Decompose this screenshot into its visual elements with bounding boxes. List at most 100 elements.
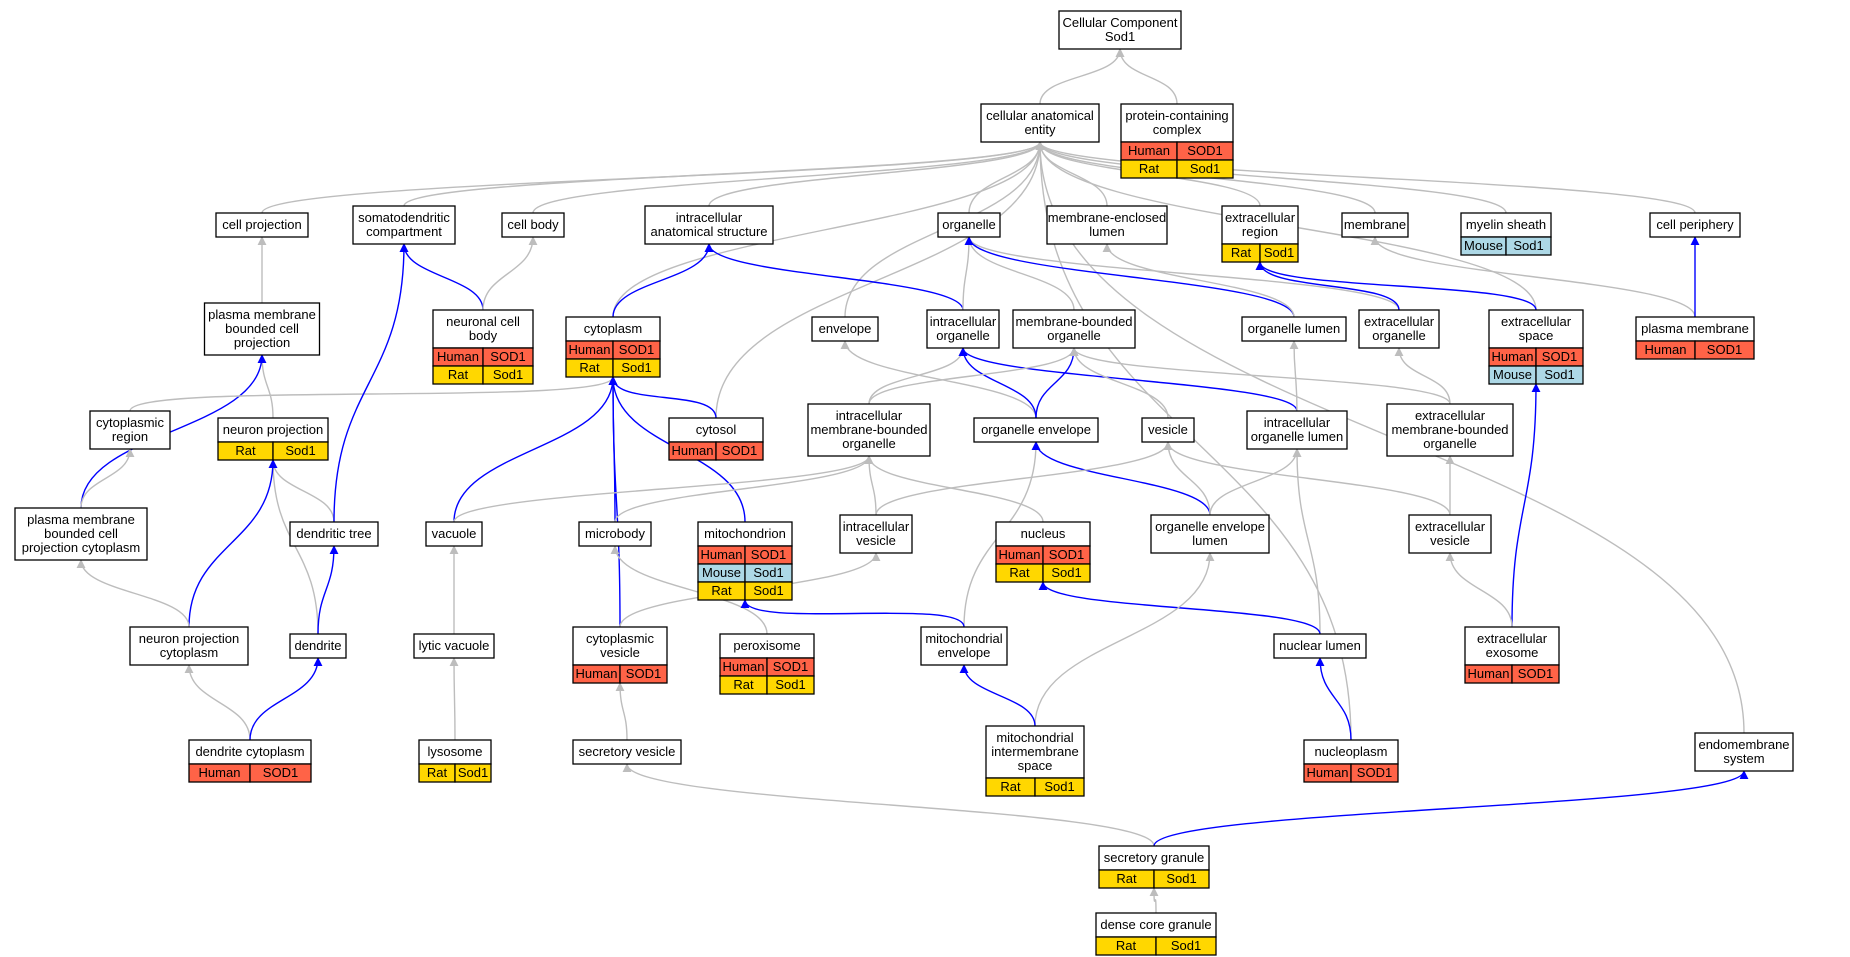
- edge-cellbody-to-cae: [532, 141, 1045, 214]
- edge-embo-to-mbo: [1069, 347, 1451, 405]
- node-label-line: microbody: [585, 526, 645, 541]
- node-nuclumen[interactable]: nuclear lumen: [1273, 633, 1367, 659]
- node-membrane[interactable]: membrane: [1341, 212, 1409, 238]
- node-box: [1221, 205, 1299, 245]
- species-label: Mouse: [702, 565, 741, 580]
- node-secves[interactable]: secretory vesicle: [572, 739, 682, 765]
- edge-dtree-to-neuproj: [268, 459, 335, 523]
- node-label-line: space: [1519, 328, 1554, 343]
- species-label: Rat: [733, 677, 754, 692]
- node-orglumen[interactable]: organelle lumen: [1241, 316, 1347, 342]
- node-label-line: intermembrane: [991, 744, 1078, 759]
- node-vesicle[interactable]: vesicle: [1141, 417, 1195, 443]
- node-envelope[interactable]: envelope: [811, 316, 879, 342]
- node-box: [995, 521, 1091, 547]
- edge-extves-to-vesicle: [1163, 441, 1451, 516]
- node-label-line: nucleoplasm: [1315, 744, 1388, 759]
- node-label-line: system: [1723, 751, 1764, 766]
- species-label: Human: [723, 659, 765, 674]
- node-box: [644, 205, 774, 245]
- species-label: Human: [1645, 342, 1687, 357]
- node-lytvac[interactable]: lytic vacuole: [413, 633, 495, 659]
- node-label-line: neuron projection: [223, 422, 323, 437]
- edge-pm-to-membrane: [1370, 236, 1696, 318]
- node-box: [1046, 205, 1168, 245]
- gene-label: Sod1: [753, 583, 783, 598]
- edge-oel-to-iol: [1209, 448, 1302, 516]
- node-cellbody[interactable]: cell body: [501, 212, 565, 238]
- node-label-line: organelle: [936, 328, 990, 343]
- node-box: [578, 521, 652, 547]
- node-label-line: cytoplasm: [584, 321, 643, 336]
- node-label-line: cellular anatomical: [986, 108, 1094, 123]
- node-dendrite[interactable]: dendrite: [289, 633, 347, 659]
- edge-dcyto-to-dendrite: [249, 657, 323, 741]
- gene-label: Sod1: [775, 677, 805, 692]
- node-box: [1058, 10, 1182, 50]
- node-label-line: cytoplasm: [160, 645, 219, 660]
- node-microbody[interactable]: microbody: [578, 521, 652, 547]
- node-vacuole[interactable]: vacuole: [425, 521, 483, 547]
- edge-cytoves-to-cytoplasm: [608, 376, 621, 628]
- node-dtree[interactable]: dendritic tree: [289, 521, 379, 547]
- node-orgenv[interactable]: organelle envelope: [973, 417, 1099, 443]
- species-label: Rat: [1231, 245, 1252, 260]
- node-label-line: intracellular: [843, 519, 910, 534]
- node-label-line: lysosome: [428, 744, 483, 759]
- gene-label: Sod1: [1513, 238, 1543, 253]
- edge-npc-to-neuproj: [188, 459, 278, 628]
- node-cellproj[interactable]: cell projection: [215, 212, 309, 238]
- species-label: Rat: [1116, 938, 1137, 953]
- node-label-line: vesicle: [600, 645, 640, 660]
- node-box: [89, 410, 171, 450]
- gene-label: Sod1: [1190, 161, 1220, 176]
- node-cellperiph[interactable]: cell periphery: [1649, 212, 1741, 238]
- node-label-line: region: [112, 429, 148, 444]
- node-organelle[interactable]: organelle: [937, 212, 1001, 238]
- node-label-line: space: [1018, 758, 1053, 773]
- edge-myelin-to-cae: [1035, 141, 1507, 214]
- node-label-line: extracellular: [1364, 314, 1435, 329]
- node-label-line: nuclear lumen: [1279, 638, 1361, 653]
